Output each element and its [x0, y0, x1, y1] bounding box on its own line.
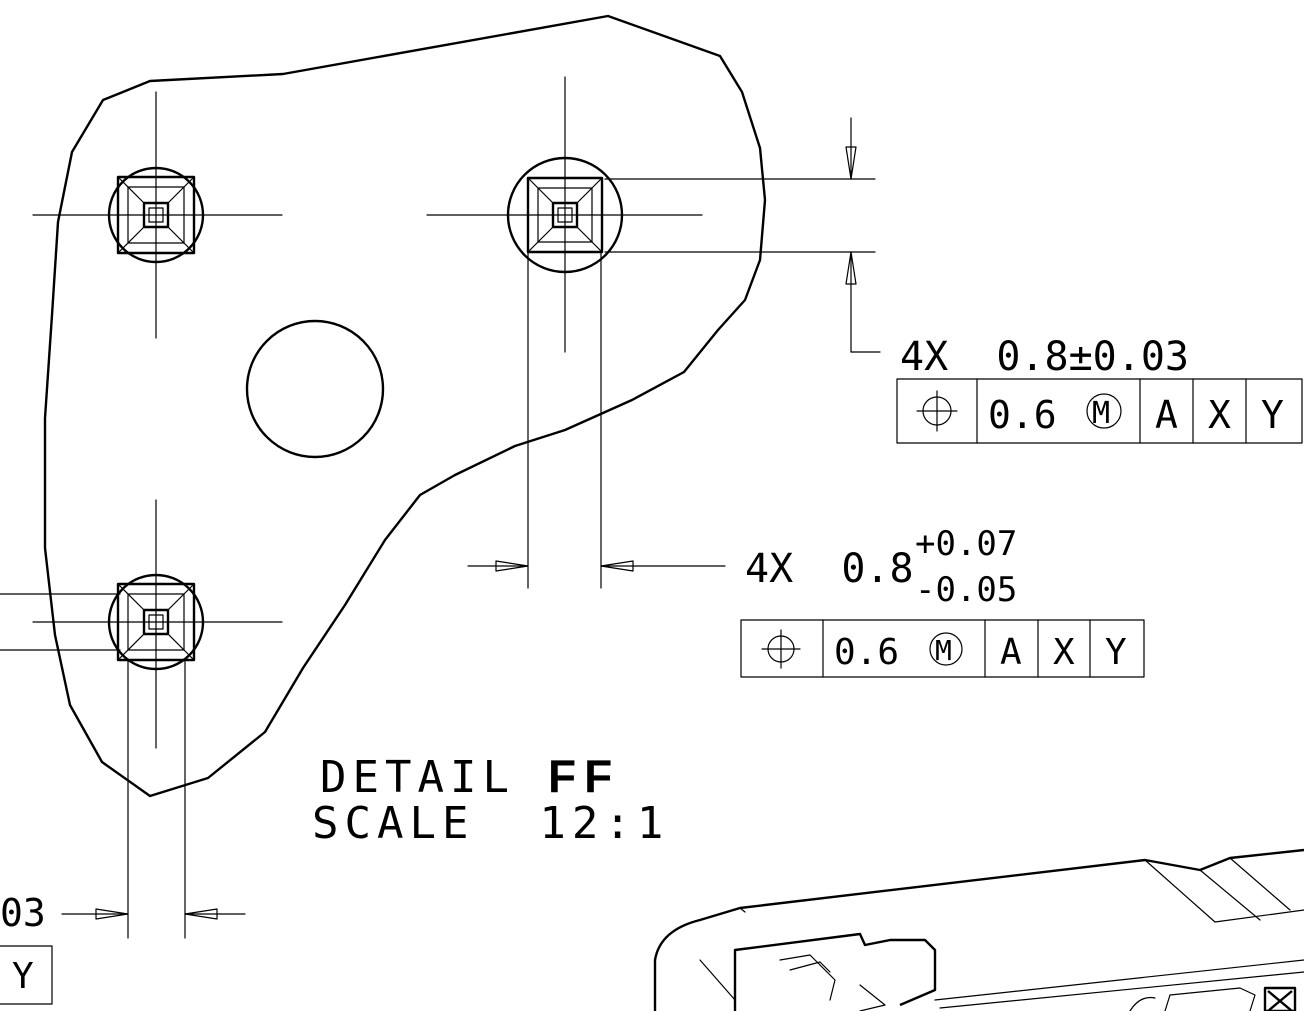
fcf-left-datum-y: Y — [12, 956, 34, 997]
fcf-mid-datum-y: Y — [1105, 632, 1127, 673]
detail-scale: SCALE 12:1 — [312, 798, 669, 849]
max-material-condition-icon: M — [1086, 393, 1122, 431]
fcf-top-tolerance: 0.6 — [988, 393, 1057, 437]
fcf-mid-tolerance: 0.6 — [834, 632, 899, 673]
fcf-mid-datum-x: X — [1053, 632, 1075, 673]
svg-text:M: M — [1092, 396, 1110, 431]
fcf-top-datum-x: X — [1208, 393, 1231, 437]
fcf-top-datum-y: Y — [1261, 393, 1284, 437]
detail-label: DETAIL — [320, 752, 515, 803]
fcf-mid-datum-a: A — [1000, 632, 1022, 673]
hole-feature-top-left — [32, 91, 283, 339]
detail-id: FF — [548, 750, 620, 802]
feature-control-frame-left-partial: Y — [0, 945, 53, 1005]
position-icon — [916, 390, 958, 432]
max-material-condition-icon: M — [929, 632, 963, 667]
part-outline — [43, 14, 767, 798]
callout-mid-upper-tol: +0.07 — [915, 524, 1017, 564]
feature-control-frame-mid: 0.6 M A X Y — [740, 619, 1145, 678]
callout-top-text: 4X 0.8±0.03 — [900, 334, 1189, 380]
callout-mid-lower-tol: -0.05 — [915, 570, 1017, 610]
feature-control-frame-top: 0.6 M A X Y — [896, 378, 1303, 444]
dimension-vertical-right — [604, 117, 881, 353]
callout-mid-text: 4X 0.8 — [745, 546, 914, 592]
isometric-view-part — [653, 848, 1304, 1011]
fcf-top-datum-a: A — [1155, 393, 1178, 437]
hole-feature-top-right — [426, 76, 703, 353]
position-icon — [761, 629, 801, 669]
svg-text:M: M — [935, 634, 952, 667]
dimension-bottom-left — [0, 593, 246, 939]
callout-left-tail: 03 — [0, 891, 46, 935]
dimension-horizontal-mid — [467, 251, 726, 589]
hole-feature-bottom-left — [32, 499, 283, 749]
center-hole — [245, 319, 385, 459]
